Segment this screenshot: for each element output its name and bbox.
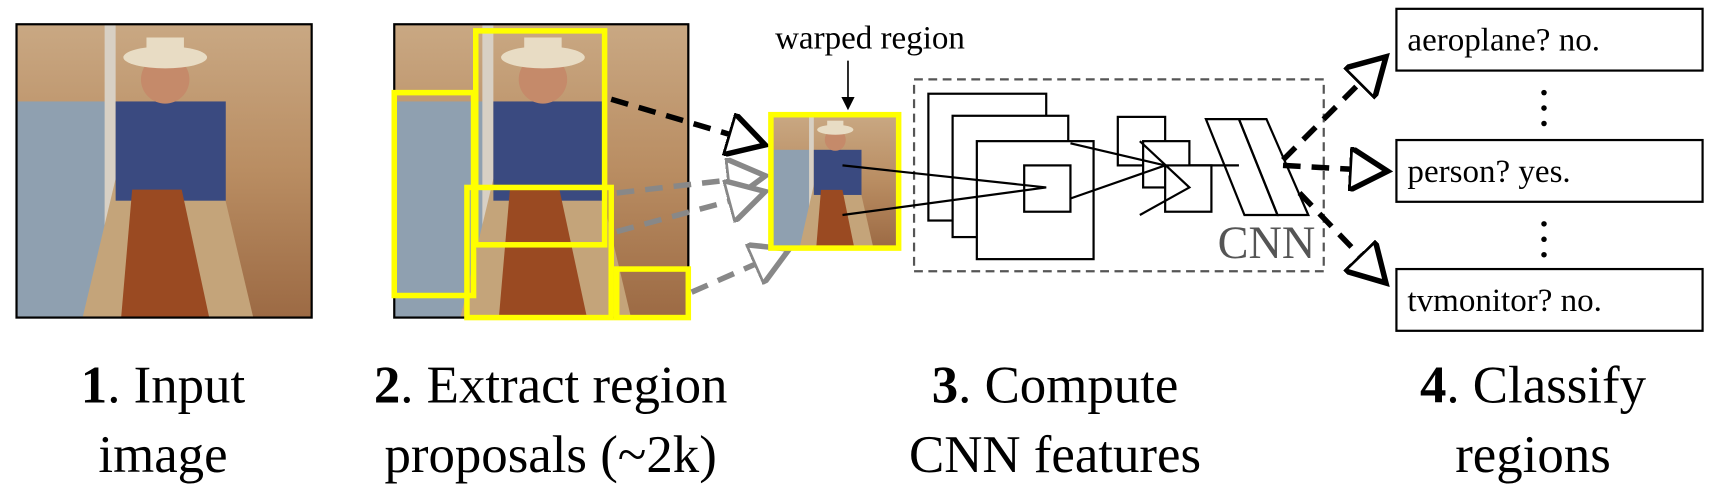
warp-arrow	[610, 96, 760, 143]
warped-region-image	[768, 111, 902, 251]
step-1-caption: 1. Input image	[81, 356, 246, 484]
classify-arrow	[1282, 165, 1382, 171]
input-image	[15, 23, 313, 319]
warp-arrow	[690, 251, 785, 295]
warp-arrow	[616, 193, 760, 235]
class-box-tvmonitor: tvmonitor? no.	[1395, 267, 1704, 332]
classify-arrow	[1281, 61, 1382, 162]
class-box-aeroplane: aeroplane? no.	[1395, 7, 1704, 72]
cnn-block: CNN	[842, 78, 1325, 273]
classify-arrow	[1297, 191, 1383, 279]
svg-text:4. Classify: 4. Classify	[1420, 356, 1647, 414]
svg-text:CNN features: CNN features	[909, 426, 1201, 484]
svg-text:proposals (~2k): proposals (~2k)	[384, 426, 716, 484]
proposal-box	[464, 184, 614, 321]
warped-region-label: warped region	[775, 21, 965, 57]
step-3-caption: 3. Compute CNN features	[909, 356, 1201, 484]
svg-text:aeroplane? no.: aeroplane? no.	[1407, 23, 1600, 59]
step-2-caption: 2. Extract region proposals (~2k)	[374, 356, 728, 484]
region-proposals-image	[391, 23, 692, 321]
cnn-label: CNN	[1218, 218, 1316, 269]
svg-text:3. Compute: 3. Compute	[932, 356, 1179, 414]
svg-text:image: image	[98, 426, 227, 484]
svg-text:person? yes.: person? yes.	[1407, 154, 1570, 190]
proposal-box	[613, 266, 692, 321]
step-4-caption: 4. Classify regions	[1420, 356, 1647, 484]
svg-text:2. Extract region: 2. Extract region	[374, 356, 728, 414]
svg-text:regions: regions	[1455, 426, 1611, 484]
class-box-person: person? yes.	[1395, 138, 1704, 203]
svg-text:1. Input: 1. Input	[81, 356, 246, 414]
ellipsis-dots	[1541, 89, 1547, 258]
svg-text:tvmonitor? no.: tvmonitor? no.	[1407, 283, 1601, 319]
proposal-box	[391, 89, 477, 299]
